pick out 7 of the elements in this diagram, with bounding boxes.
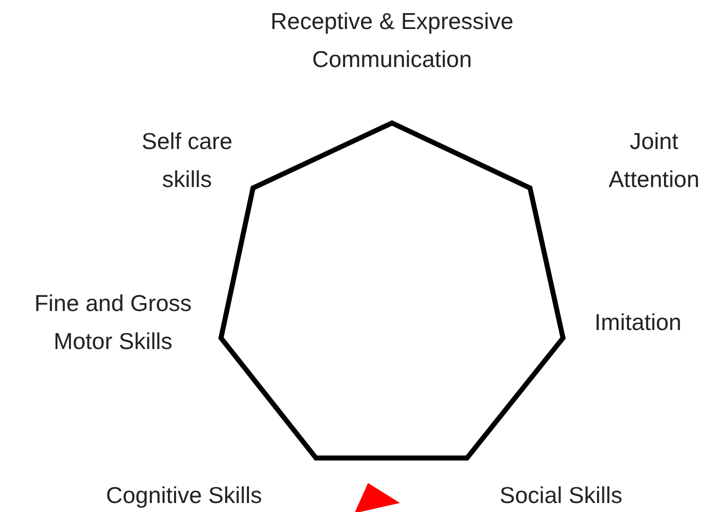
- axis-label: Imitation: [594, 308, 682, 337]
- axis-label: Self care skills: [140, 127, 234, 194]
- axis-label: Fine and Gross Motor Skills: [33, 289, 193, 356]
- axis-label: Cognitive Skills: [105, 481, 263, 510]
- axis-label: Receptive & Expressive Communication: [270, 7, 514, 74]
- axis-label: Social Skills: [498, 481, 624, 510]
- axis-label: Joint Attention: [608, 127, 700, 194]
